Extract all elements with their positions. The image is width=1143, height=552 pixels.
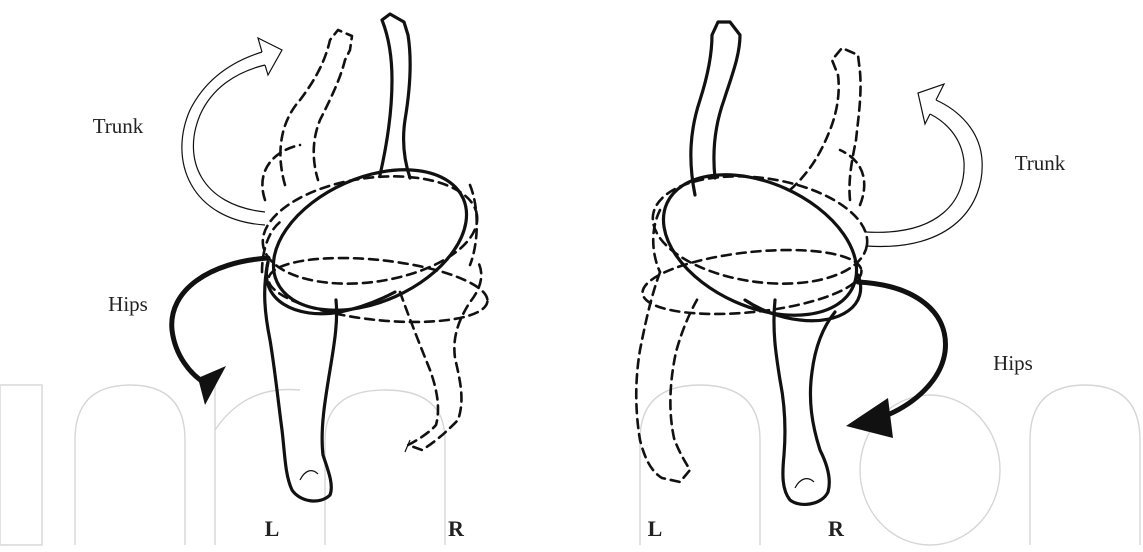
trunk-rotation-arrow-icon: [182, 38, 282, 225]
solid-arm: [380, 14, 410, 178]
hips-label: Hips: [108, 292, 148, 316]
hips-rotation-arrow-icon: [172, 258, 268, 405]
right-side-label: R: [828, 516, 845, 541]
trunk-label: Trunk: [1015, 151, 1066, 175]
right-side-label: R: [448, 516, 465, 541]
dashed-trunk: [639, 150, 874, 323]
dashed-left-leg: [636, 272, 698, 482]
figure-right: Trunk Hips L R: [636, 22, 1066, 541]
left-side-label: L: [648, 516, 663, 541]
hips-label: Hips: [993, 351, 1033, 375]
hips-rotation-arrow-icon: [846, 282, 945, 438]
dashed-right-leg: [400, 262, 481, 452]
left-side-label: L: [265, 516, 280, 541]
dashed-arm: [790, 48, 861, 200]
trunk-label: Trunk: [93, 114, 144, 138]
figure-left: Trunk Hips L R: [93, 14, 491, 541]
trunk-rotation-arrow-icon: [866, 84, 982, 247]
solid-arm: [691, 22, 740, 195]
watermark: [0, 385, 1140, 545]
solid-pelvis: [252, 142, 489, 338]
dashed-arm: [280, 30, 352, 185]
solid-right-leg: [774, 300, 835, 504]
